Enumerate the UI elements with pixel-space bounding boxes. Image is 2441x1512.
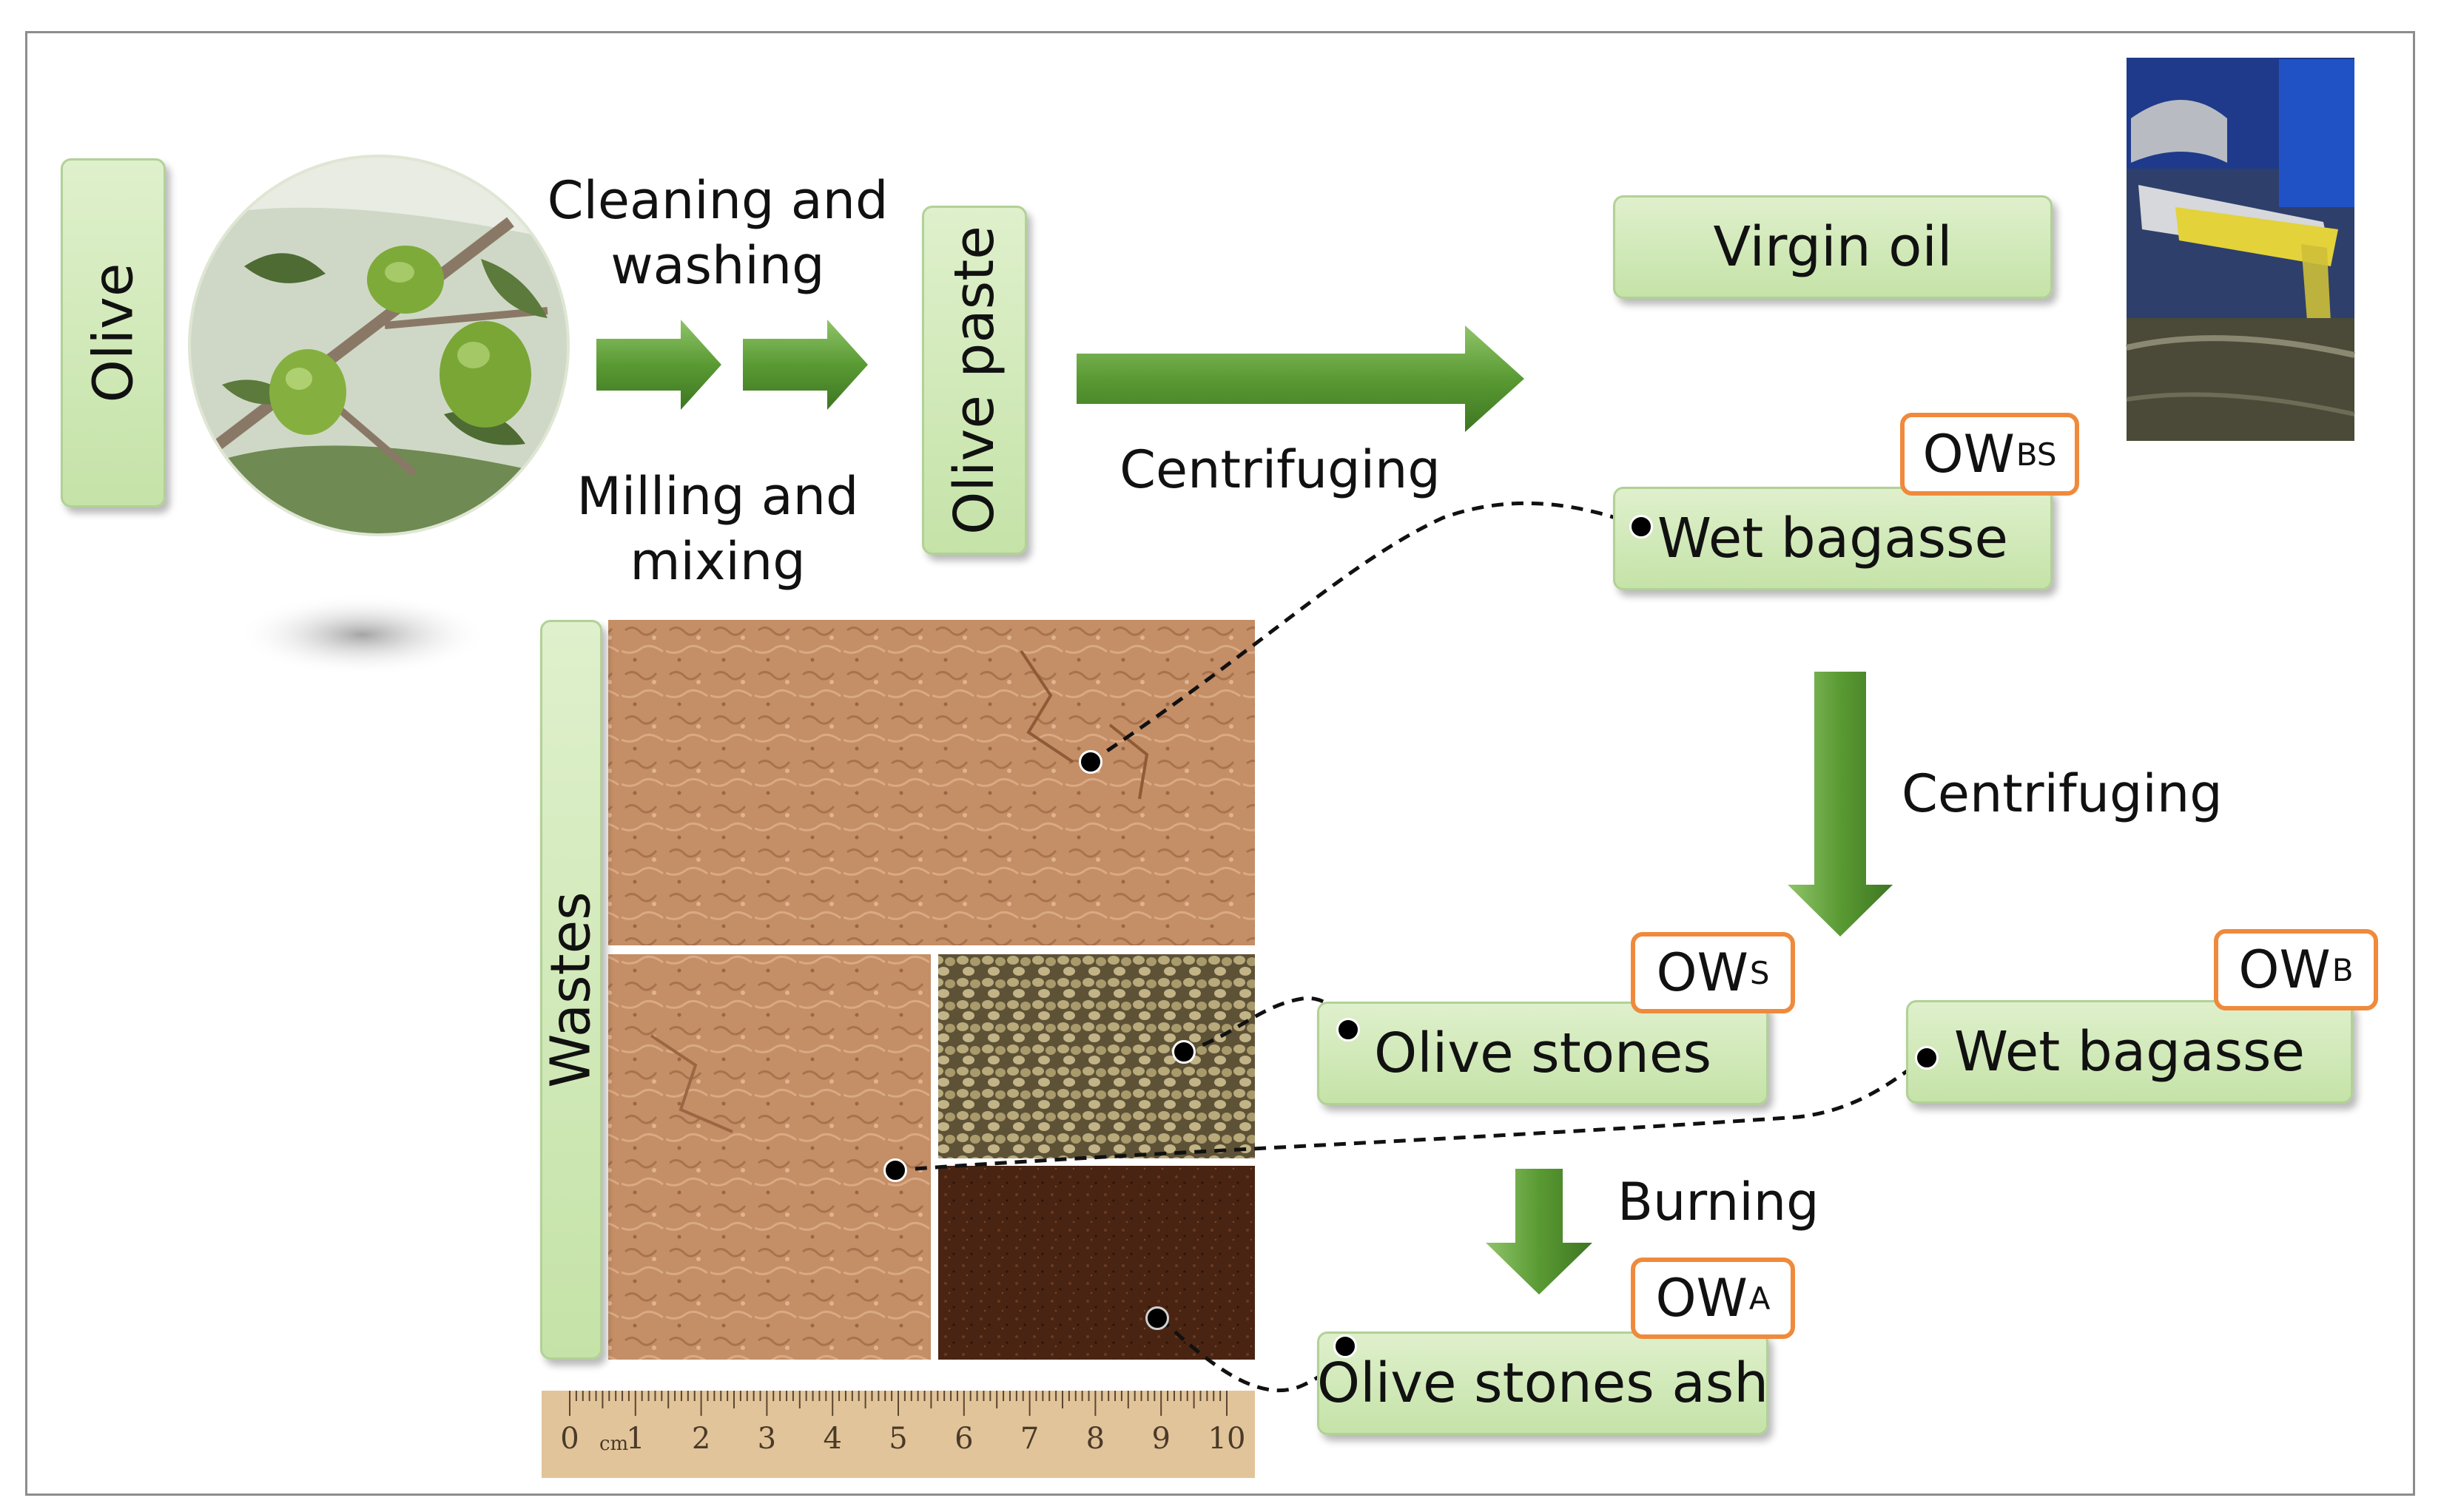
virgin-oil-box: Virgin oil	[1613, 195, 2053, 299]
connector-olive-stones	[1183, 996, 1350, 1054]
olive-label: Olive	[81, 263, 145, 403]
wet-bagasse-top-photo	[608, 620, 1255, 945]
centrifuging-top-label: Centrifuging	[1120, 439, 1441, 500]
arrow-centrifuging-top	[1077, 325, 1524, 432]
connector-dot-wet-bagasse-right	[1915, 1046, 1939, 1070]
ruler-number: 4	[823, 1422, 841, 1456]
connector-dot-olive-stones-ash	[1333, 1334, 1357, 1358]
arrow-cleaning-2	[743, 320, 868, 410]
ruler-number: 1	[626, 1422, 644, 1456]
olive-paste-label: Olive paste	[943, 226, 1006, 535]
ow-a-main: OW	[1655, 1268, 1748, 1329]
connector-dot-photo-stones	[1172, 1040, 1196, 1064]
virgin-oil-photo	[2126, 58, 2355, 441]
centrifuging-right-label: Centrifuging	[1902, 763, 2223, 824]
ruler-ticks: 0 1 2 3 4 5 6 7 8 9 10 cm	[560, 1391, 1245, 1456]
ow-bs-sub: BS	[2016, 436, 2057, 473]
connector-dot-olive-stones	[1336, 1018, 1360, 1042]
olive-stones-label: Olive stones	[1373, 1022, 1712, 1085]
wet-bagasse-top-label: Wet bagasse	[1657, 507, 2009, 570]
wet-bagasse-right-box: Wet bagasse	[1906, 1000, 2353, 1104]
olive-box: Olive	[61, 158, 166, 507]
connector-wet-bagasse-right	[895, 1056, 1928, 1172]
wet-bagasse-right-label: Wet bagasse	[1953, 1020, 2306, 1084]
cleaning-line-2: washing	[610, 234, 825, 296]
milling-line-1: Milling and	[576, 466, 859, 527]
wet-bagasse-top-box: Wet bagasse	[1613, 487, 2053, 590]
cleaning-washing-label: Cleaning and washing	[533, 169, 903, 298]
olive-stones-box: Olive stones	[1317, 1002, 1768, 1105]
ruler-number: 7	[1020, 1422, 1039, 1456]
connector-dot-wet-bagasse-top	[1629, 515, 1653, 539]
connector-dot-photo-top	[1079, 750, 1102, 774]
virgin-oil-label: Virgin oil	[1713, 215, 1953, 279]
ruler-number: 10	[1208, 1422, 1246, 1456]
ruler-number: 9	[1151, 1422, 1170, 1456]
arrow-cleaning-1	[596, 320, 721, 410]
milling-line-2: mixing	[630, 530, 806, 592]
ow-bs-main: OW	[1922, 424, 2015, 485]
ruler-number: 3	[758, 1422, 776, 1456]
ow-b-main: OW	[2238, 939, 2331, 1000]
olive-paste-box: Olive paste	[922, 206, 1027, 555]
olive-stones-ash-label: Olive stones ash	[1316, 1351, 1769, 1415]
wet-bagasse-photo	[608, 954, 931, 1360]
ruler-unit: cm	[599, 1433, 628, 1455]
milling-mixing-label: Milling and mixing	[533, 465, 903, 594]
arrow-centrifuging-down	[1788, 672, 1893, 936]
arrow-burning-down	[1486, 1169, 1592, 1295]
connector-dot-photo-ash	[1145, 1306, 1169, 1330]
ruler-number: 6	[954, 1422, 973, 1456]
wastes-label: Wastes	[539, 891, 603, 1088]
cleaning-line-1: Cleaning and	[547, 170, 889, 231]
connector-wet-bagasse-top	[1089, 501, 1642, 764]
ruler-number: 0	[560, 1422, 579, 1456]
olive-stones-ash-photo	[938, 1166, 1255, 1360]
ruler-number: 2	[692, 1422, 710, 1456]
olive-stones-photo	[938, 954, 1255, 1158]
ruler-number: 5	[889, 1422, 907, 1456]
olive-photo-shadow	[237, 594, 488, 675]
ow-s-main: OW	[1656, 942, 1748, 1003]
ruler-number: 8	[1086, 1422, 1105, 1456]
ow-a-sub: A	[1748, 1280, 1771, 1317]
ow-b-sub: B	[2331, 951, 2354, 988]
ow-s-sub: S	[1749, 954, 1770, 991]
wastes-box: Wastes	[539, 620, 603, 1360]
olive-stones-ash-box: Olive stones ash	[1317, 1332, 1768, 1435]
connector-dot-photo-bagasse	[883, 1158, 907, 1182]
burning-label: Burning	[1617, 1172, 1819, 1232]
